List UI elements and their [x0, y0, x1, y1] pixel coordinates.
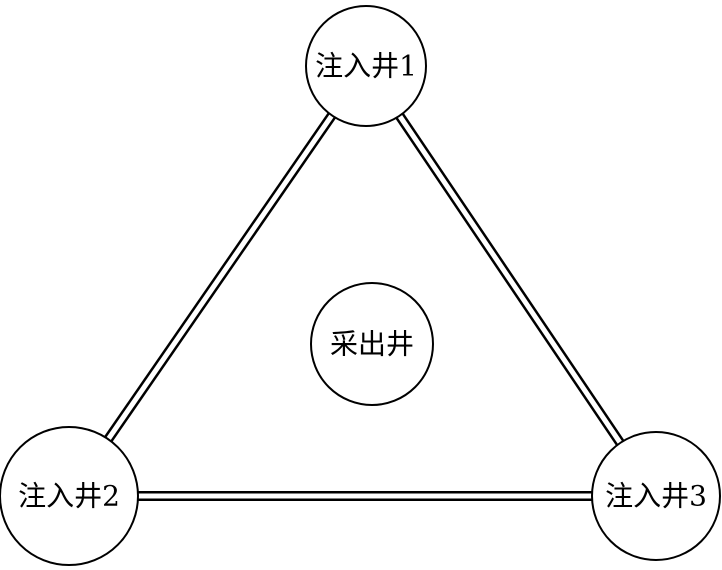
- nodes-layer: 注入井1 注入井2 注入井3 采出井: [0, 5, 721, 566]
- injection-well-1-circle: [305, 5, 427, 127]
- injection-well-1-label: 注入井1: [315, 50, 417, 83]
- edge-inner-gap: [103, 110, 337, 444]
- node-injection-well-1: 注入井1: [305, 5, 427, 127]
- edge-injection-well-1-injection-well-3: [393, 109, 627, 450]
- injection-well-2-label: 注入井2: [18, 480, 120, 513]
- edge-inner-gap: [395, 111, 625, 448]
- node-injection-well-3: 注入井3: [591, 431, 721, 561]
- node-production-well: 采出井: [310, 282, 434, 406]
- edge-injection-well-1-injection-well-2: [101, 109, 339, 446]
- edges-layer: [101, 109, 627, 501]
- injection-well-3-label: 注入井3: [605, 480, 707, 513]
- node-injection-well-2: 注入井2: [0, 426, 139, 566]
- production-well-circle: [310, 282, 434, 406]
- production-well-label: 采出井: [330, 328, 414, 361]
- injection-well-2-circle: [0, 426, 139, 566]
- injection-well-3-circle: [591, 431, 721, 561]
